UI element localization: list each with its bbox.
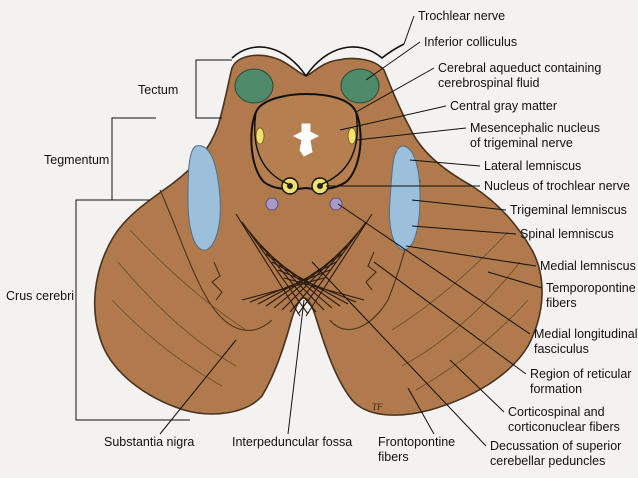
label-spinal-lemniscus: Spinal lemniscus [520,227,614,241]
label-cerebral-aqueduct: Cerebral aqueduct containing [438,61,601,75]
label-trigeminal-lemniscus: Trigeminal lemniscus [510,203,627,217]
leader-spinal-lemniscus [411,225,517,235]
label-interpeduncular-fossa: Interpeduncular fossa [232,435,352,449]
decussation-line [273,245,349,309]
mlf-left [265,197,279,211]
label-cerebral-aqueduct: cerebrospinal fluid [438,76,539,90]
label-trochlear-nerve: Trochlear nerve [418,9,505,23]
leader-medial-longitudinal-fasciculus [337,203,531,335]
leader-interpeduncular-fossa [287,299,305,435]
fiber-streak-right-3 [391,231,509,331]
label-lateral-lemniscus: Lateral lemniscus [484,159,581,173]
decussation-line [277,269,357,303]
tectum-bracket [195,59,232,119]
label-medial-longitudinal-fasciculus: Medial longitudinal [534,327,638,341]
label-temporopontine-fibers: Temporopontine [546,281,636,295]
label-crus-cerebri: Crus cerebri [6,289,74,303]
label-decussation: cerebellar peduncles [490,454,605,468]
decussation-line [241,277,325,301]
label-mesencephalic-nucleus: of trigeminal nerve [470,136,573,150]
lemniscus-right [389,145,421,251]
trochlear-nerve-internal [254,111,358,185]
trochlear-nucleus-left-core [287,183,293,189]
leader-cerebral-aqueduct [355,67,435,113]
leader-corticospinal-fibers [449,359,505,413]
trochlear-nerve-right [305,43,405,77]
midbrain-tissue [93,54,543,416]
decussation-line [297,221,367,315]
leader-trigeminal-lemniscus [411,199,507,211]
leader-inferior-colliculus [365,41,421,81]
label-decussation: Decussation of superior [490,439,621,453]
leader-medial-lemniscus [405,245,537,267]
cerebral-aqueduct [292,123,320,157]
fiber-streak-left-1 [117,261,237,367]
fiber-streak-left-2 [111,299,223,387]
artist-mark: TF [372,402,383,412]
label-mesencephalic-nucleus: Mesencephalic nucleus [470,121,600,135]
label-corticospinal-fibers: Corticospinal and [508,405,605,419]
label-corticospinal-fibers: corticonuclear fibers [508,420,620,434]
inferior-colliculus-right [340,68,380,104]
trochlear-nerve-left [231,46,307,77]
label-substantia-nigra: Substantia nigra [104,435,194,449]
fiber-streak-left-3 [129,229,247,331]
label-nucleus-trochlear: Nucleus of trochlear nerve [484,179,630,193]
label-tectum: Tectum [138,83,178,97]
fiber-streak-right-1 [401,261,521,367]
leader-lines [159,15,543,447]
label-reticular-formation: formation [530,382,582,396]
mlf-right [329,197,343,211]
leader-reticular-formation [373,261,527,375]
label-tegmentum: Tegmentum [44,153,109,167]
leader-temporopontine-fibers [487,271,543,289]
decussation-crosshatch [235,213,373,317]
label-medial-longitudinal-fasciculus: fasciculus [534,342,589,356]
tegmentum-bracket [111,117,156,201]
leader-substantia-nigra [159,339,237,435]
leader-central-gray-matter [339,105,447,131]
crus-boundary-left [159,189,273,331]
mesencephalic-nucleus-right [347,127,357,145]
leader-trochlear-nerve [403,15,415,45]
label-temporopontine-fibers: fibers [546,296,577,310]
decussation-line [241,221,309,315]
decussation-line [249,269,331,303]
label-frontopontine-fibers: Frontopontine [378,435,455,449]
decussation-line [281,237,355,311]
inferior-colliculus-left [234,68,274,104]
trochlear-nucleus-right-core [317,183,323,189]
substantia-nigra-right [365,251,377,291]
label-central-gray-matter: Central gray matter [450,99,557,113]
decussation-line [305,213,373,317]
lemniscus-left [187,145,221,251]
bottom-labels: Substantia nigra Interpeduncular fossa Fro… [104,435,455,464]
fiber-streak-right-2 [415,299,529,391]
leader-frontopontine-fibers [407,387,435,435]
leader-lateral-lemniscus [409,159,481,167]
decussation-line [235,213,301,317]
label-reticular-formation: Region of reticular [530,367,631,381]
leader-decussation [311,261,487,447]
substantia-nigra-left [211,261,223,301]
label-frontopontine-fibers: fibers [378,450,409,464]
label-medial-lemniscus: Medial lemniscus [540,259,636,273]
decussation-line [283,277,365,301]
mesencephalic-nucleus-left [255,127,265,145]
crus-bracket [75,199,190,421]
leader-mesencephalic-nucleus [355,127,467,141]
label-inferior-colliculus: Inferior colliculus [424,35,517,49]
